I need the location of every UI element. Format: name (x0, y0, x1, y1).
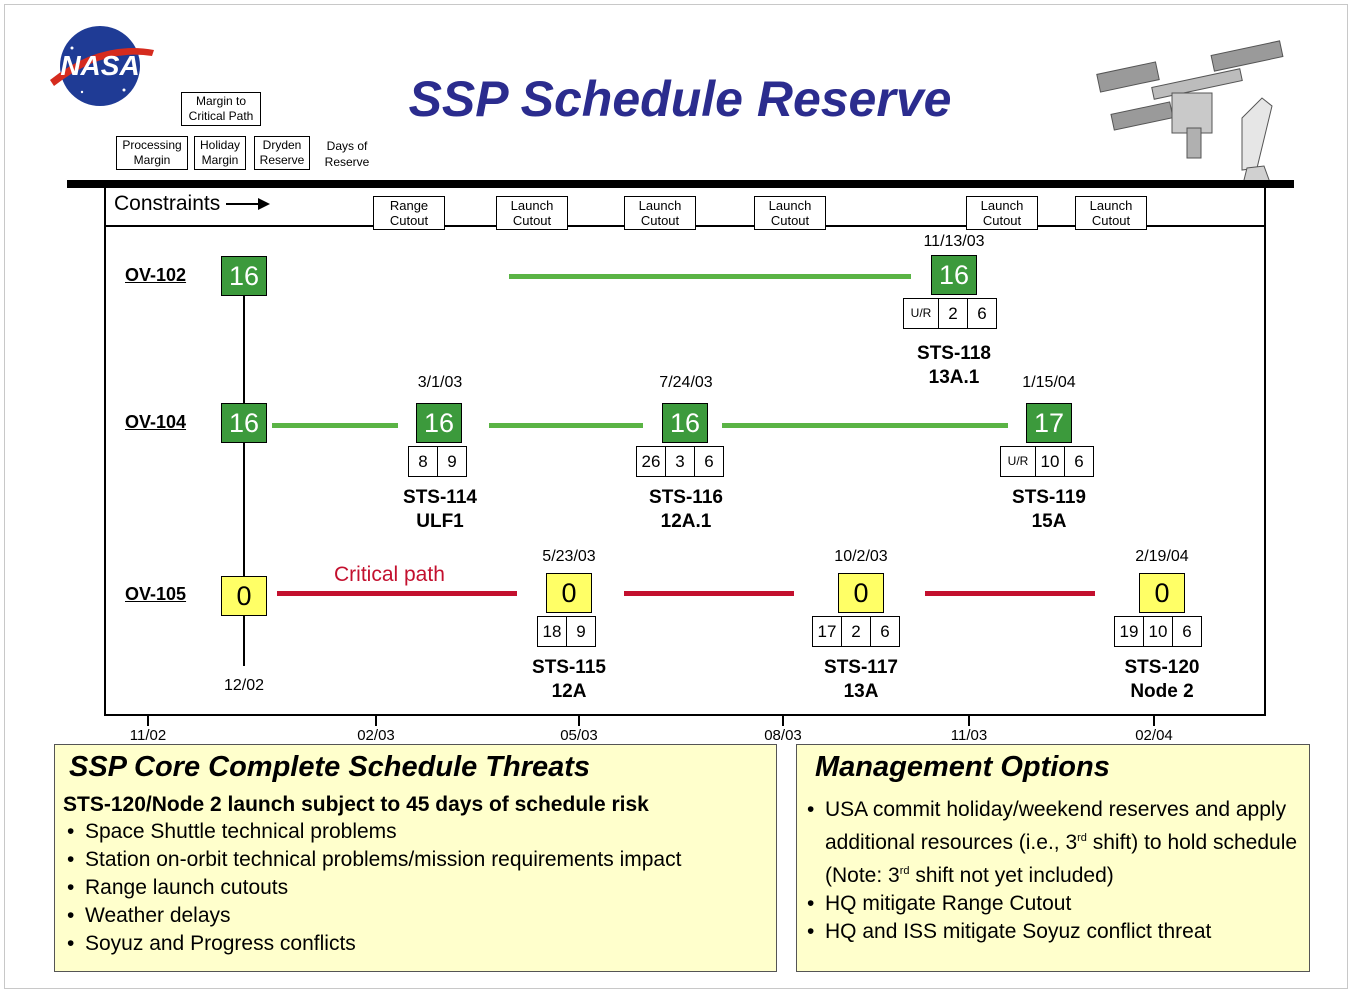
axis-tick (782, 716, 784, 726)
threats-panel: SSP Core Complete Schedule Threats STS-1… (54, 744, 777, 972)
threats-heading: SSP Core Complete Schedule Threats (69, 751, 591, 783)
mission-date: 11/13/03 (923, 233, 985, 250)
axis-tick (968, 716, 970, 726)
mission-reserve: 16 (416, 403, 462, 443)
list-item: HQ mitigate Range Cutout (803, 890, 1303, 918)
axis-tick-label: 05/03 (560, 727, 598, 744)
mission-date: 1/15/04 (1022, 374, 1076, 391)
space-station-image (1092, 38, 1302, 189)
slide-frame (4, 4, 1348, 989)
legend-dryden-reserve: Dryden Reserve (254, 136, 310, 170)
start-date: 12/02 (223, 677, 265, 694)
ov-102-line (509, 274, 911, 279)
row-label-ov-105: OV-105 (125, 584, 187, 604)
axis-tick-label: 08/03 (764, 727, 802, 744)
critical-path-line (624, 591, 794, 596)
management-options-panel: Management Options USA commit holiday/we… (796, 744, 1310, 972)
axis-tick-label: 11/03 (950, 727, 988, 744)
legend-days-of-reserve: Days of Reserve (324, 139, 370, 169)
mission-reserve: 16 (931, 255, 977, 295)
threats-risk: STS-120/Node 2 launch subject to 45 days… (63, 793, 649, 816)
list-item: HQ and ISS mitigate Soyuz conflict threa… (803, 918, 1303, 946)
mission-date: 10/2/03 (834, 548, 888, 565)
mission-reserve: 0 (1139, 573, 1185, 613)
row-label-ov-104: OV-104 (125, 412, 187, 432)
list-item: Soyuz and Progress conflicts (63, 930, 776, 958)
critical-path-label: Critical path (334, 563, 445, 586)
mission-reserve: 0 (546, 573, 592, 613)
mission-date: 3/1/03 (417, 374, 463, 391)
list-item: Weather delays (63, 902, 776, 930)
constraint-launch-cutout: Launch Cutout (624, 196, 696, 230)
constraint-range-cutout: Range Cutout (373, 196, 445, 230)
axis-tick (375, 716, 377, 726)
ov-104-line (272, 423, 398, 428)
nasa-logo: NASA (42, 20, 160, 110)
legend-processing-margin: Processing Margin (116, 136, 188, 170)
ov-104-line (722, 423, 1008, 428)
ov-104-line (489, 423, 643, 428)
list-item: Space Shuttle technical problems (63, 818, 776, 846)
constraint-launch-cutout: Launch Cutout (496, 196, 568, 230)
constraint-launch-cutout: Launch Cutout (1075, 196, 1147, 230)
start-reserve-ov-105: 0 (221, 576, 267, 616)
mission-date: 5/23/03 (542, 548, 596, 565)
svg-text:NASA: NASA (60, 50, 139, 81)
list-item: Station on-orbit technical problems/miss… (63, 846, 776, 874)
constraint-launch-cutout: Launch Cutout (966, 196, 1038, 230)
list-item: USA commit holiday/weekend reserves and … (803, 796, 1303, 890)
constraints-label: Constraints (114, 192, 271, 216)
critical-path-line (277, 591, 517, 596)
legend-margin-to-critical-path: Margin to Critical Path (181, 92, 261, 126)
list-item: Range launch cutouts (63, 874, 776, 902)
header-bar (67, 180, 1294, 188)
mission-date: 2/19/04 (1135, 548, 1189, 565)
options-heading: Management Options (815, 751, 1110, 783)
mission-date: 7/24/03 (659, 374, 713, 391)
start-line (243, 276, 245, 666)
critical-path-line (925, 591, 1095, 596)
mission-reserve: 0 (838, 573, 884, 613)
page-title: SSP Schedule Reserve (408, 71, 952, 127)
axis-tick-label: 02/04 (1135, 727, 1173, 744)
mission-reserve: 17 (1026, 403, 1072, 443)
start-reserve-ov-104: 16 (221, 403, 267, 443)
axis-tick (1153, 716, 1155, 726)
axis-tick (147, 716, 149, 726)
constraint-launch-cutout: Launch Cutout (754, 196, 826, 230)
threats-list: Space Shuttle technical problems Station… (63, 818, 776, 958)
row-label-ov-102: OV-102 (125, 265, 187, 285)
mission-reserve: 16 (662, 403, 708, 443)
options-list: USA commit holiday/weekend reserves and … (803, 796, 1303, 946)
timeline-chart (104, 188, 1266, 716)
start-reserve-ov-102: 16 (221, 256, 267, 296)
axis-tick-label: 11/02 (129, 727, 167, 744)
legend-holiday-margin: Holiday Margin (194, 136, 246, 170)
axis-tick-label: 02/03 (357, 727, 395, 744)
axis-tick (578, 716, 580, 726)
